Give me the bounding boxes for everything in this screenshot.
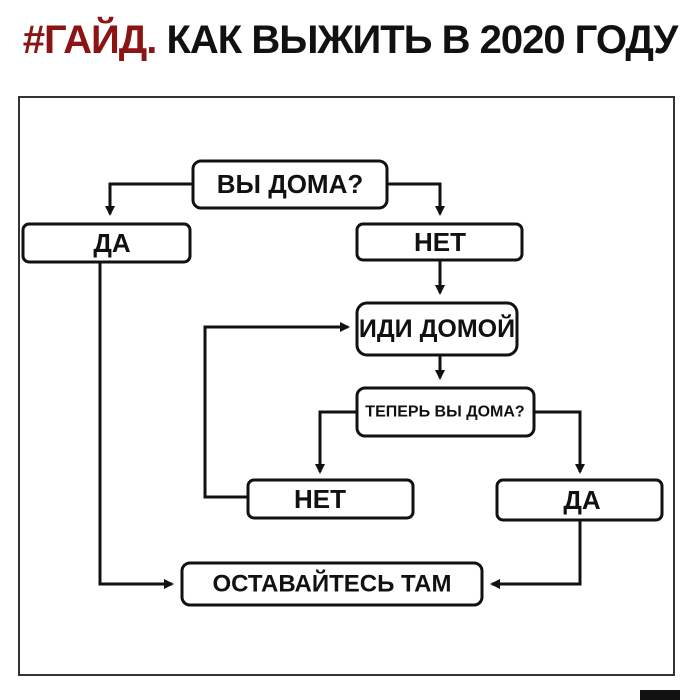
- node-answer-no-label: НЕТ: [414, 227, 466, 257]
- node-question-at-home-label: ВЫ ДОМА?: [217, 169, 364, 199]
- node-answer-no-2: НЕТ: [246, 478, 415, 520]
- diagram-frame: [18, 96, 675, 676]
- node-go-home: ИДИ ДОМОЙ: [355, 301, 519, 357]
- node-answer-yes-2: ДА: [495, 478, 664, 522]
- edge-q2-to-no: [315, 410, 357, 474]
- node-question-now-at-home: ТЕПЕРЬ ВЫ ДОМА?: [355, 386, 536, 438]
- edge-no-back-to-go-home: [203, 322, 350, 499]
- node-go-home-label: ИДИ ДОМОЙ: [359, 313, 515, 343]
- edge-q1-to-yes: [105, 182, 193, 216]
- node-answer-no: НЕТ: [355, 222, 524, 262]
- edge-yes-to-stay: [98, 262, 174, 589]
- page-title: #ГАЙД. КАК ВЫЖИТЬ В 2020 ГОДУ: [0, 10, 700, 70]
- node-answer-no-2-label: НЕТ: [294, 484, 346, 514]
- title-hashtag: #ГАЙД.: [22, 18, 158, 62]
- node-answer-yes-label: ДА: [93, 228, 131, 258]
- edge-yes2-to-stay: [490, 520, 582, 589]
- corner-mark: [640, 690, 680, 700]
- node-answer-yes: ДА: [21, 222, 192, 264]
- edge-q1-to-no: [387, 182, 445, 216]
- node-question-at-home: ВЫ ДОМА?: [191, 159, 389, 210]
- node-stay-there-label: ОСТАВАЙТЕСЬ ТАМ: [213, 570, 452, 598]
- node-question-now-at-home-label: ТЕПЕРЬ ВЫ ДОМА?: [365, 404, 524, 421]
- title-text: КАК ВЫЖИТЬ В 2020 ГОДУ: [166, 18, 679, 62]
- node-answer-yes-2-label: ДА: [563, 485, 601, 515]
- node-stay-there: ОСТАВАЙТЕСЬ ТАМ: [180, 561, 484, 607]
- edge-q2-to-yes: [534, 410, 585, 474]
